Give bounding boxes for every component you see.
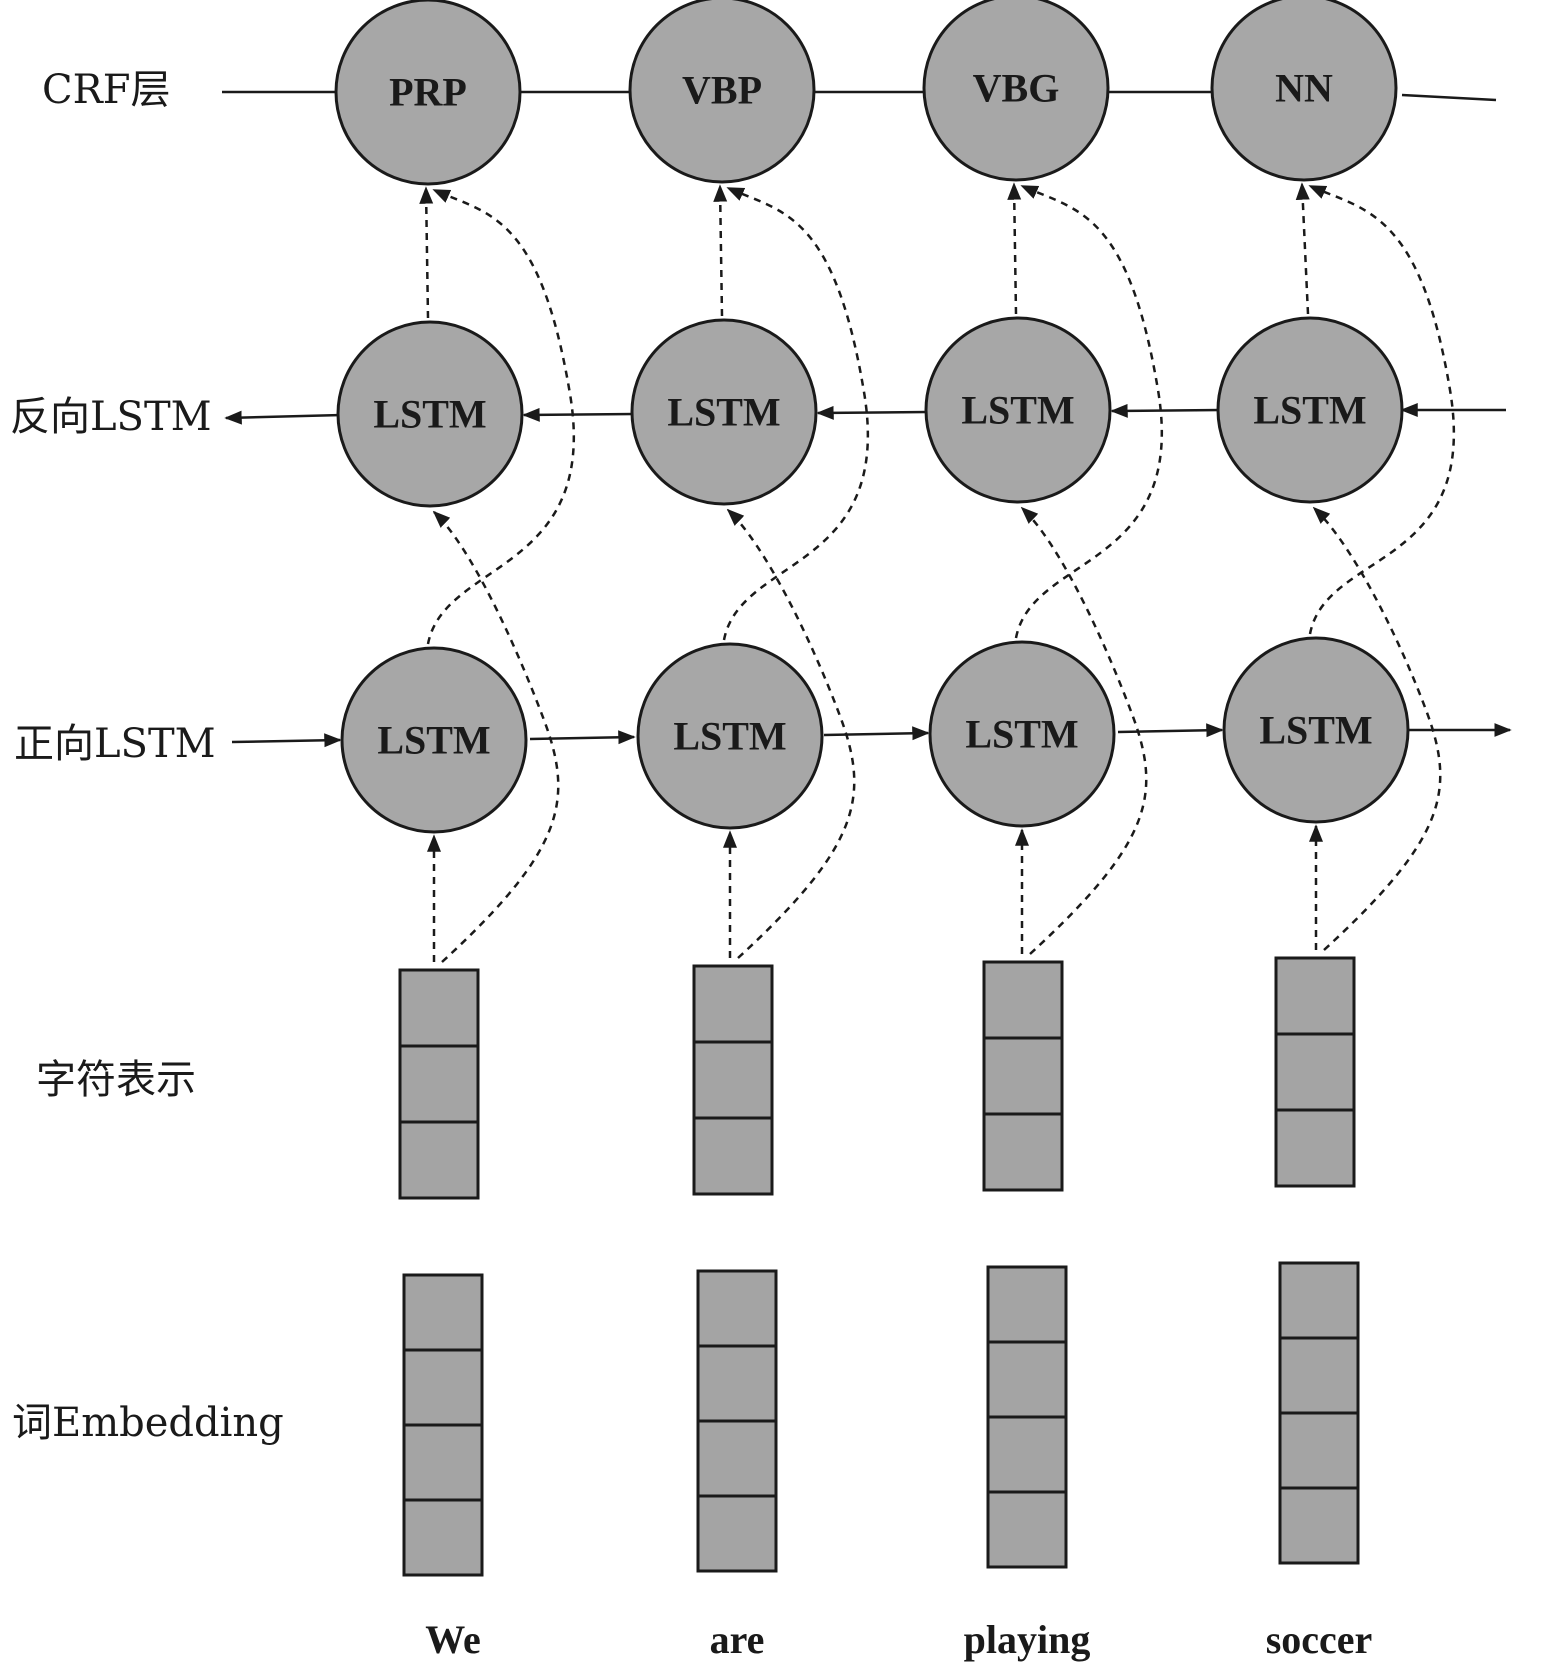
crf-tag-label: VBP [682,68,762,113]
forward-lstm-node: LSTM [1222,636,1410,824]
backward-lstm-node: LSTM [1216,316,1404,504]
row-label-backward-lstm: 反向LSTM [10,394,212,440]
embedding-cell [402,1348,484,1427]
char-cell [398,1120,480,1200]
crf-tag-label: VBG [973,66,1060,111]
char-representation-stack [1274,956,1356,1188]
lstm-label: LSTM [667,390,780,435]
embedding-cell [1278,1486,1360,1565]
backward-lstm-node: LSTM [336,320,524,508]
word-embedding-stack [402,1273,484,1577]
lstm-label: LSTM [673,714,786,759]
column-soccer: NN LSTM LSTM soccer [1210,0,1410,1662]
lstm-label: LSTM [377,718,490,763]
char-representation-stack [982,960,1064,1192]
word-label: are [710,1617,765,1662]
embedding-cell [986,1415,1068,1494]
char-cell [692,1116,774,1196]
char-cell [1274,1108,1356,1188]
char-cell [982,1036,1064,1116]
embedding-cell [986,1265,1068,1344]
lstm-label: LSTM [965,712,1078,757]
word-embedding-stack [1278,1261,1360,1565]
embedding-cell [696,1419,778,1498]
embedding-cell [1278,1411,1360,1490]
embedding-cell [402,1498,484,1577]
dash-backward-to-crf [419,186,434,319]
embedding-cell [696,1494,778,1573]
word-embedding-stack [986,1265,1068,1569]
embedding-cell [986,1340,1068,1419]
forward-lstm-node: LSTM [340,646,528,834]
lstm-label: LSTM [1259,708,1372,753]
column-we: PRP LSTM LSTM We [334,0,528,1662]
dash-forward-to-crf [722,186,870,641]
columns-layer: PRP LSTM LSTM We VBP LSTM LSTM are VBG LSTM LSTM pl… [334,0,1410,1662]
forward-lstm-node: LSTM [928,640,1116,828]
embedding-cell [1278,1336,1360,1415]
crf-node-nn: NN [1210,0,1398,182]
embedding-cell [1278,1261,1360,1340]
row-label-forward-lstm: 正向LSTM [14,721,216,767]
crf-tag-label: PRP [389,70,467,115]
row-label-word-embedding: 词Embedding [12,1400,284,1446]
word-label: soccer [1266,1617,1373,1662]
char-cell [398,1044,480,1124]
forward-lstm-arrows [231,723,1512,748]
crf-tag-label: NN [1275,66,1333,111]
crf-chain-lines [222,90,1497,102]
embedding-cell [696,1344,778,1423]
char-cell [1274,956,1356,1036]
embedding-cell [402,1423,484,1502]
embedding-cell [402,1273,484,1352]
dash-forward-to-crf [1308,184,1456,635]
backward-lstm-arrows [224,403,1506,425]
dash-char-to-backward [1020,506,1148,955]
dashed-connections [419,182,1456,963]
char-cell [692,1040,774,1120]
crf-node-vbg: VBG [922,0,1110,182]
char-cell [982,960,1064,1040]
crf-node-vbp: VBP [628,0,816,184]
embedding-cell [696,1269,778,1348]
dash-backward-to-crf [1295,182,1310,315]
word-label: playing [964,1617,1091,1662]
char-cell [398,968,480,1048]
char-representation-stack [692,964,774,1196]
dash-backward-to-crf [713,184,728,317]
dash-forward-to-crf [1014,184,1164,639]
lstm-label: LSTM [373,392,486,437]
char-cell [692,964,774,1044]
lstm-label: LSTM [961,388,1074,433]
dash-backward-to-crf [1007,182,1022,315]
lstm-label: LSTM [1253,388,1366,433]
crf-node-prp: PRP [334,0,522,186]
word-label: We [425,1617,481,1662]
column-playing: VBG LSTM LSTM playing [922,0,1116,1662]
dash-char-to-backward [726,508,856,959]
backward-lstm-node: LSTM [630,318,818,506]
dash-char-to-backward [1312,506,1442,951]
word-embedding-stack [696,1269,778,1573]
dash-forward-to-crf [426,188,576,645]
row-label-char-representation: 字符表示 [36,1057,196,1103]
embedding-cell [986,1490,1068,1569]
forward-lstm-node: LSTM [636,642,824,830]
dash-char-to-backward [432,510,560,963]
row-label-crf: CRF层 [42,67,170,113]
char-representation-stack [398,968,480,1200]
column-are: VBP LSTM LSTM are [628,0,824,1662]
char-cell [1274,1032,1356,1112]
char-cell [982,1112,1064,1192]
backward-lstm-node: LSTM [924,316,1112,504]
